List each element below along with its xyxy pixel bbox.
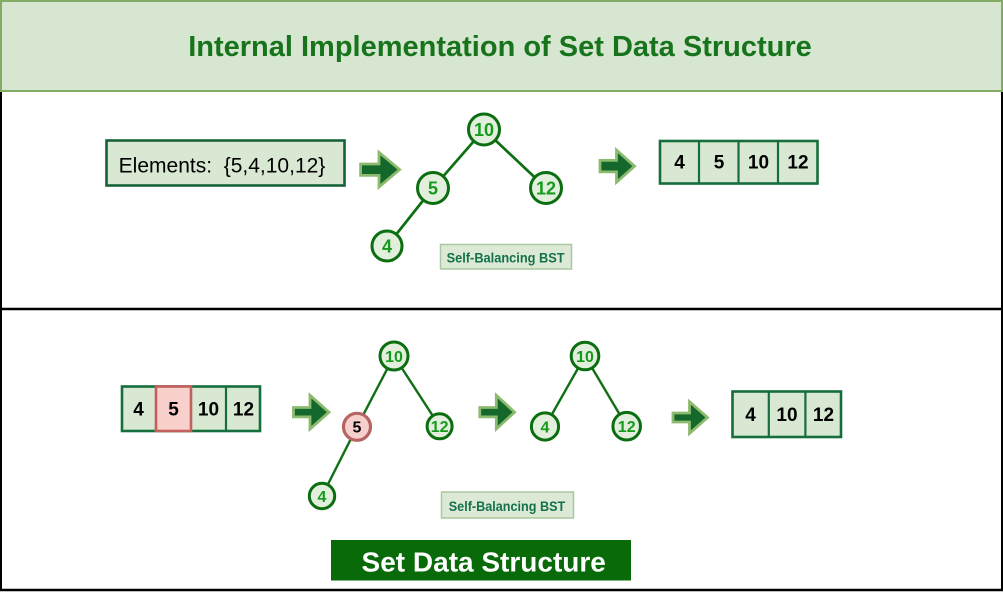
svg-text:4: 4 (382, 237, 392, 257)
svg-text:10: 10 (576, 349, 594, 366)
svg-text:12: 12 (787, 153, 808, 174)
svg-text:12: 12 (233, 400, 254, 421)
svg-text:Elements: {5,4,10,12}: Elements: {5,4,10,12} (119, 155, 326, 178)
svg-text:5: 5 (353, 420, 362, 437)
svg-text:4: 4 (541, 419, 550, 436)
svg-text:Self-Balancing BST: Self-Balancing BST (449, 498, 566, 514)
svg-text:4: 4 (674, 153, 685, 174)
svg-text:10: 10 (748, 153, 769, 174)
svg-text:Internal Implementation of Set: Internal Implementation of Set Data Stru… (188, 31, 812, 63)
svg-text:10: 10 (776, 405, 797, 426)
svg-text:4: 4 (133, 400, 144, 421)
svg-text:5: 5 (428, 179, 438, 199)
svg-text:12: 12 (813, 405, 834, 426)
svg-text:10: 10 (385, 349, 403, 366)
svg-text:4: 4 (318, 489, 327, 506)
svg-text:5: 5 (714, 153, 725, 174)
svg-text:12: 12 (536, 179, 556, 199)
svg-text:12: 12 (618, 419, 636, 436)
svg-text:12: 12 (431, 419, 449, 436)
svg-text:Self-Balancing BST: Self-Balancing BST (447, 250, 565, 266)
svg-text:10: 10 (198, 400, 219, 421)
svg-text:5: 5 (168, 400, 179, 421)
svg-text:10: 10 (474, 120, 494, 140)
svg-text:4: 4 (745, 405, 756, 426)
svg-text:Set Data Structure: Set Data Structure (362, 546, 606, 577)
